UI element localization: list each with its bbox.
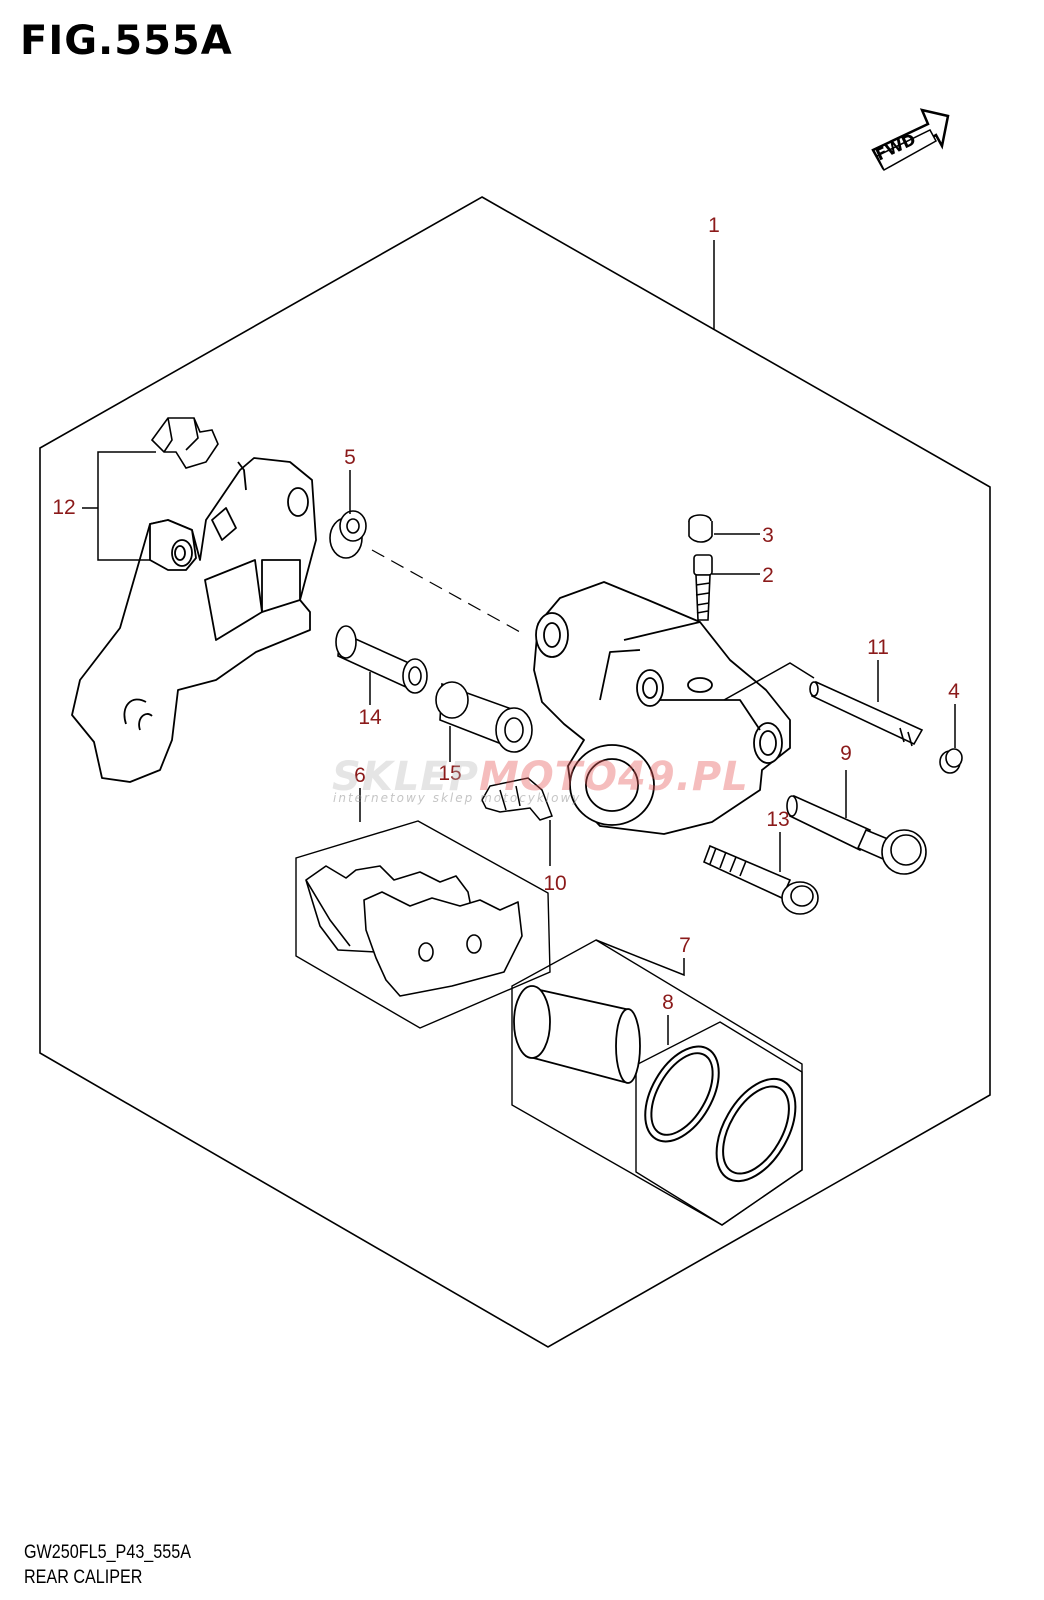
callout-5: 5 (344, 446, 356, 469)
callout-1: 1 (708, 214, 720, 237)
leader-lines (82, 240, 956, 1045)
callout-15: 15 (438, 762, 461, 785)
callout-10: 10 (543, 872, 566, 895)
callout-9: 9 (840, 742, 852, 765)
slide-sleeve (335, 625, 428, 694)
assembly-outline-caliper (39, 196, 991, 1348)
watermark-tagline: internetowy sklep motocyklowy (333, 791, 582, 805)
callout-8: 8 (662, 991, 674, 1014)
watermark-brand: SKLEPMOTO49.PL (332, 754, 749, 800)
callout-11: 11 (867, 636, 889, 659)
assembly-outline-seal-kit (635, 1021, 803, 1226)
callout-6: 6 (354, 764, 366, 787)
caliper-bolt (786, 794, 927, 875)
pad-shim (481, 777, 553, 821)
figure-title: FIG.555A (20, 18, 233, 64)
callout-2: 2 (762, 564, 774, 587)
watermark-brand-part2: MOTO49.PL (478, 754, 749, 800)
watermark-brand-part1: SKLEP (332, 754, 479, 800)
callout-12: 12 (52, 496, 75, 519)
figure-description: REAR CALIPER (24, 1567, 143, 1588)
piston (513, 985, 641, 1084)
callout-14: 14 (358, 706, 382, 729)
figure-code: GW250FL5_P43_555A (24, 1542, 191, 1563)
guide-line (371, 549, 521, 633)
assembly-outline-pad-set (295, 820, 551, 1029)
callout-3: 3 (762, 524, 774, 547)
callout-4: 4 (948, 680, 960, 703)
pin-boot (329, 510, 367, 559)
sleeve-boot (435, 681, 533, 753)
pad-spring (150, 417, 219, 469)
bleeder-cap (688, 514, 713, 543)
fwd-arrow-icon: FWD (871, 108, 950, 172)
callout-13: 13 (766, 808, 789, 831)
bleeder-screw (693, 554, 713, 621)
callout-7: 7 (679, 934, 691, 957)
brake-pads (305, 865, 523, 997)
caliper-bracket (71, 457, 317, 783)
mounting-bolt (702, 844, 819, 915)
pin-plug (939, 748, 963, 774)
caliper-pin (809, 680, 924, 747)
piston-seals (644, 1045, 797, 1183)
caliper-body (533, 581, 791, 835)
